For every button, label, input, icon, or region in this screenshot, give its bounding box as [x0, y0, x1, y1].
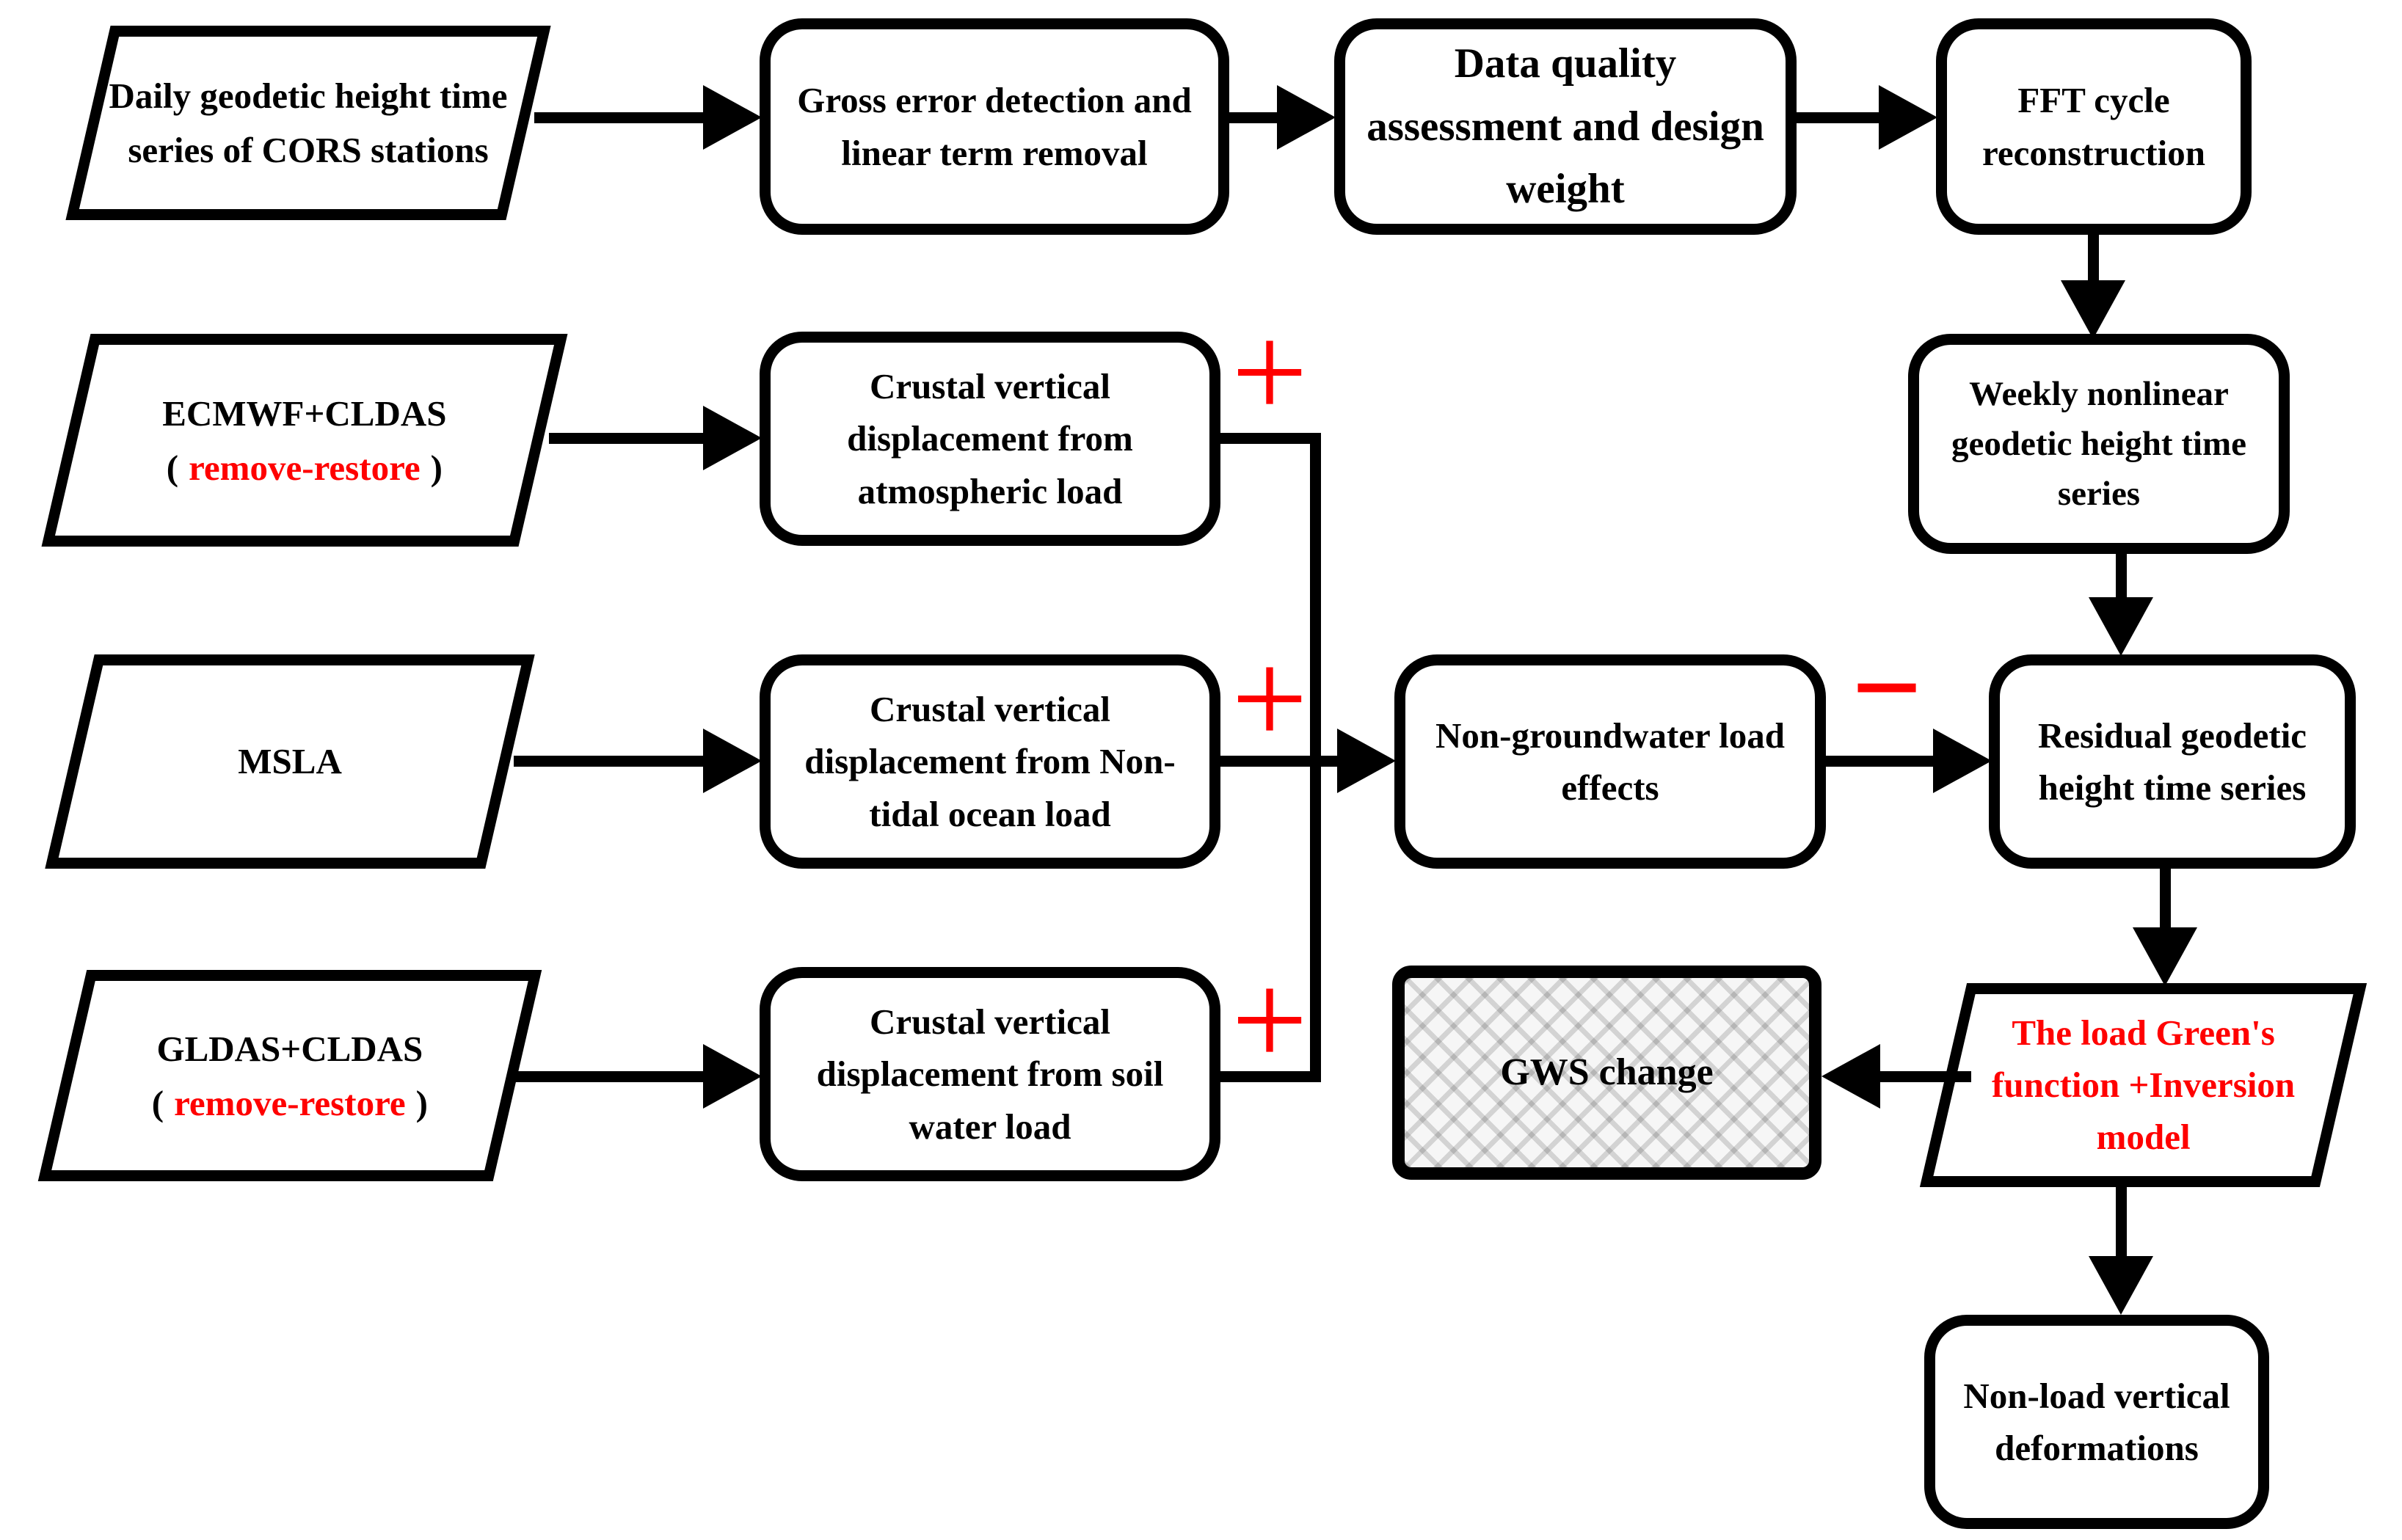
node-cors-input: Daily geodetic height time series of COR…: [65, 26, 551, 220]
node-soil-water-load: Crustal vertical displacement from soil …: [760, 967, 1220, 1181]
arrow-msla-to-nontidal-head: [703, 729, 762, 793]
arrow-cors-to-gross-head: [703, 85, 762, 150]
arrow-cors-to-gross-line: [534, 112, 710, 123]
node-msla: MSLA: [45, 654, 535, 869]
node-residual-label: Residual geodetic height time series: [2037, 715, 2307, 808]
arrow-residual-to-green-line: [2160, 869, 2171, 933]
arrow-fft-to-weekly-line: [2088, 233, 2099, 286]
node-gross-error: Gross error detection and linear term re…: [760, 18, 1229, 235]
arrow-gross-to-quality-head: [1277, 85, 1336, 150]
node-nontidal-load: Crustal vertical displacement from Non-t…: [760, 654, 1220, 869]
node-atmospheric-load: Crustal vertical displacement from atmos…: [760, 332, 1220, 546]
node-gldas-line1: GLDAS+CLDAS: [156, 1028, 423, 1069]
arrow-fft-to-weekly-head: [2061, 280, 2125, 339]
connector-atmo-exit-line: [1218, 433, 1321, 444]
arrow-merge-to-nongw-line: [1218, 756, 1342, 767]
plus-sign-soil: +: [1231, 945, 1309, 1095]
plus-sign-nontidal: +: [1231, 624, 1309, 774]
arrow-gldas-to-soil-head: [703, 1044, 762, 1109]
minus-sign-nongroundwater: −: [1851, 618, 1923, 756]
node-nontidal-label: Crustal vertical displacement from Non-t…: [804, 689, 1176, 834]
node-non-groundwater-label: Non-groundwater load effects: [1435, 715, 1785, 808]
node-gross-error-label: Gross error detection and linear term re…: [797, 80, 1192, 173]
node-data-quality: Data quality assessment and design weigh…: [1334, 18, 1797, 235]
arrow-msla-to-nontidal-line: [514, 756, 707, 767]
node-fft-label: FFT cycle reconstruction: [1982, 80, 2205, 173]
node-weekly-label: Weekly nonlinear geodetic height time se…: [1951, 374, 2246, 514]
node-fft-reconstruction: FFT cycle reconstruction: [1936, 18, 2252, 235]
arrow-merge-to-nongw-head: [1337, 729, 1396, 793]
node-cors-label: Daily geodetic height time series of COR…: [109, 76, 508, 170]
node-non-groundwater: Non-groundwater load effects: [1394, 654, 1826, 869]
arrow-green-to-gws-line: [1876, 1071, 1971, 1082]
plus-sign-atmospheric: +: [1231, 297, 1309, 448]
arrow-green-to-nonload-head: [2089, 1256, 2153, 1315]
arrow-green-to-nonload-line: [2116, 1187, 2127, 1262]
remove-restore-text: remove-restore: [189, 447, 421, 487]
arrow-weekly-to-residual-line: [2116, 552, 2127, 602]
node-weekly-series: Weekly nonlinear geodetic height time se…: [1908, 334, 2290, 554]
node-green-function-label: The load Green's function +Inversion mod…: [1991, 1012, 2296, 1158]
node-nonload-deformation: Non-load vertical deformations: [1924, 1315, 2269, 1529]
node-gldas-cldas: GLDAS+CLDAS (remove-restore): [37, 970, 542, 1181]
arrow-quality-to-fft-line: [1795, 112, 1883, 123]
arrow-green-to-gws-head: [1821, 1044, 1880, 1109]
node-ecmwf-cldas: ECMWF+CLDAS (remove-restore): [41, 334, 568, 547]
remove-restore-text: remove-restore: [174, 1082, 406, 1123]
node-msla-label: MSLA: [238, 741, 342, 782]
arrow-quality-to-fft-head: [1879, 85, 1937, 150]
node-gws-change: GWS change: [1392, 966, 1821, 1180]
node-ecmwf-line2: (remove-restore): [166, 447, 443, 487]
arrow-nongw-to-residual-head: [1933, 729, 1992, 793]
arrow-weekly-to-residual-head: [2089, 597, 2153, 656]
node-data-quality-label: Data quality assessment and design weigh…: [1366, 40, 1764, 213]
node-residual-series: Residual geodetic height time series: [1989, 654, 2356, 869]
node-gws-change-label: GWS change: [1500, 1051, 1714, 1094]
node-nonload-label: Non-load vertical deformations: [1963, 1375, 2230, 1468]
connector-soil-exit-line: [1218, 1071, 1321, 1082]
node-soil-water-label: Crustal vertical displacement from soil …: [816, 1001, 1164, 1147]
node-atmospheric-label: Crustal vertical displacement from atmos…: [847, 366, 1133, 511]
arrow-residual-to-green-head: [2133, 927, 2197, 986]
arrow-ecmwf-to-atmo-line: [549, 433, 707, 444]
node-gldas-line2: (remove-restore): [151, 1082, 429, 1123]
node-ecmwf-line1: ECMWF+CLDAS: [162, 393, 447, 434]
arrow-ecmwf-to-atmo-head: [703, 406, 762, 470]
arrow-gldas-to-soil-line: [514, 1071, 707, 1082]
arrow-nongw-to-residual-line: [1826, 756, 1943, 767]
arrow-gross-to-quality-line: [1227, 112, 1282, 123]
node-green-function-model: The load Green's function +Inversion mod…: [1919, 983, 2368, 1187]
